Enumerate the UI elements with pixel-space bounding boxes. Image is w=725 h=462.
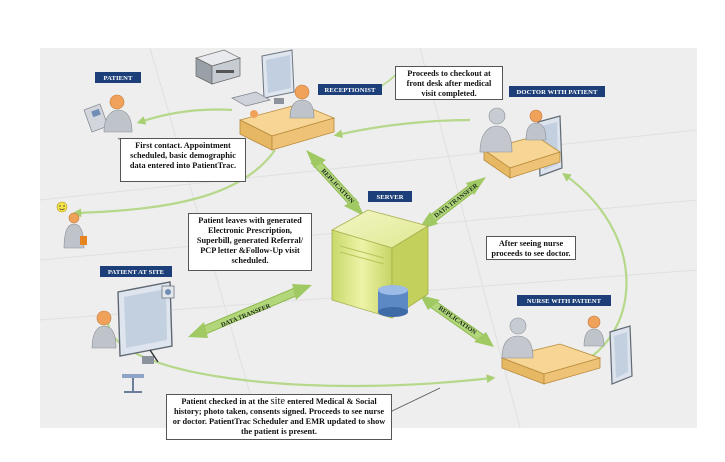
callout-checkout-text: Proceeds to checkout at front desk after… <box>406 69 492 98</box>
svg-text:SERVER: SERVER <box>376 194 403 201</box>
callout-checkout: Proceeds to checkout at front desk after… <box>395 66 503 100</box>
camera-icon <box>161 285 175 299</box>
kiosk-monitor <box>117 281 173 364</box>
smiley-icon <box>56 201 68 213</box>
svg-text:DOCTOR WITH PATIENT: DOCTOR WITH PATIENT <box>517 89 598 96</box>
nurse-scene <box>500 315 633 385</box>
svg-text:PATIENT: PATIENT <box>103 75 133 82</box>
stool-icon <box>122 374 144 393</box>
server-label: SERVER <box>368 191 412 202</box>
doctor-scene <box>479 107 563 179</box>
receptionist-label: RECEPTIONIST <box>318 84 382 95</box>
database-icon <box>378 285 408 317</box>
site-patient-person <box>91 310 117 349</box>
callout-first-contact: First contact. Appointment scheduled, ba… <box>120 138 246 182</box>
doctor-desk <box>483 135 561 179</box>
monitor-icon <box>261 49 295 104</box>
svg-text:PATIENT AT SITE: PATIENT AT SITE <box>108 269 165 276</box>
nurse-person <box>501 317 534 359</box>
replication-label-top: REPLICATION <box>320 168 356 206</box>
svg-text:RECEPTIONIST: RECEPTIONIST <box>324 87 376 94</box>
callout-checkin-text-before: Patient checked in at the <box>181 397 269 406</box>
server-icon <box>330 209 430 319</box>
nurse-screen <box>609 325 633 385</box>
callout-patient-leaves-text: Patient leaves with generated Electronic… <box>196 216 304 265</box>
exiting-patient-figure <box>56 201 87 249</box>
flow-arrow-reception-to-patient <box>136 108 233 125</box>
svg-text:NURSE WITH PATIENT: NURSE WITH PATIENT <box>527 298 602 305</box>
flow-arrow-doctor-to-reception <box>333 118 471 139</box>
keyboard-icon <box>231 91 271 107</box>
receptionist-person <box>250 84 315 119</box>
flow-arrow-reception-to-exit <box>72 149 276 218</box>
replication-arrow-top: REPLICATION <box>306 150 364 216</box>
callout-checkin-site-word: site <box>270 396 286 407</box>
callout-checkin: Patient checked in at the site entered M… <box>166 394 392 440</box>
nurse-desk <box>500 343 602 385</box>
flow-arrow-site-to-nurse <box>106 321 496 388</box>
patient-at-site-label: PATIENT AT SITE <box>100 266 172 277</box>
callout-patient-leaves: Patient leaves with generated Electronic… <box>188 213 312 271</box>
receptionist-workstation <box>195 49 336 151</box>
printer-icon <box>195 49 241 85</box>
callout-first-contact-text: First contact. Appointment scheduled, ba… <box>129 141 237 170</box>
callout-checkin-text-after: entered Medical & Social history; photo … <box>172 397 386 436</box>
patient-with-nurse <box>583 315 605 347</box>
replication-label-bottom: REPLICATION <box>437 305 478 337</box>
data-transfer-arrow-left: DATA TRANSFER <box>188 284 312 338</box>
replication-arrow-bottom: REPLICATION <box>420 295 494 347</box>
callout-after-nurse-text: After seeing nurse proceeds to see docto… <box>491 239 571 258</box>
briefcase-icon <box>80 236 87 245</box>
callout-after-nurse: After seeing nurse proceeds to see docto… <box>486 236 576 260</box>
nurse-with-patient-label: NURSE WITH PATIENT <box>517 295 611 306</box>
doctor-with-patient-label: DOCTOR WITH PATIENT <box>509 86 605 97</box>
doctor-person <box>479 107 513 153</box>
patient-label: PATIENT <box>95 72 141 83</box>
patient-figure <box>83 94 133 133</box>
patient-with-doctor <box>525 109 547 141</box>
pen-stylus-icon <box>149 349 159 363</box>
site-kiosk <box>91 281 175 393</box>
